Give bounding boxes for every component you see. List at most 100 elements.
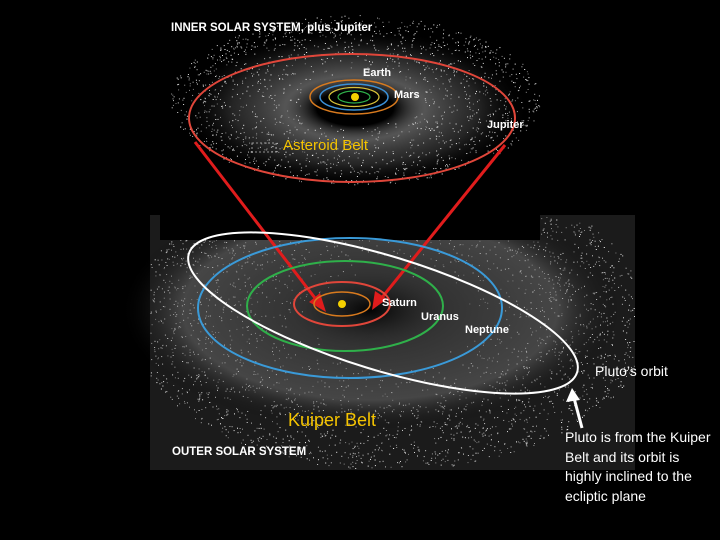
dust-speck — [215, 142, 217, 144]
dust-speck — [220, 136, 222, 138]
dust-speck — [461, 159, 463, 161]
dust-speck — [411, 44, 413, 46]
dust-speck — [434, 438, 436, 440]
dust-speck — [524, 428, 526, 430]
dust-speck — [183, 128, 185, 130]
dust-speck — [408, 124, 410, 126]
dust-speck — [213, 122, 214, 124]
dust-speck — [246, 418, 248, 420]
dust-speck — [378, 50, 380, 52]
dust-speck — [240, 68, 242, 70]
dust-speck — [442, 432, 444, 434]
dust-speck — [586, 245, 588, 247]
dust-speck — [249, 95, 251, 97]
dust-speck — [454, 74, 455, 76]
dust-speck — [349, 28, 351, 30]
dust-speck — [357, 139, 359, 141]
dust-speck — [632, 356, 634, 358]
dust-speck — [614, 354, 616, 356]
dust-speck — [312, 71, 314, 73]
dust-speck — [618, 360, 620, 362]
dust-speck — [445, 165, 446, 167]
dust-speck — [353, 170, 355, 172]
dust-speck — [634, 316, 635, 317]
dust-speck — [592, 240, 594, 241]
dust-speck — [360, 170, 362, 172]
dust-speck — [172, 104, 174, 106]
dust-speck — [235, 138, 237, 140]
dust-speck — [187, 74, 189, 75]
dust-speck — [438, 153, 440, 155]
dust-speck — [193, 131, 195, 133]
dust-speck — [472, 448, 474, 450]
dust-speck — [236, 46, 238, 48]
dust-speck — [516, 78, 518, 80]
dust-speck — [626, 370, 628, 372]
dust-speck — [379, 30, 380, 32]
dust-speck — [494, 417, 496, 419]
dust-speck — [409, 142, 411, 144]
dust-speck — [539, 106, 541, 108]
dust-speck — [377, 133, 379, 135]
dust-speck — [468, 70, 470, 71]
dust-speck — [308, 145, 310, 147]
dust-speck — [305, 442, 306, 444]
dust-speck — [194, 66, 196, 68]
dust-speck — [592, 233, 594, 235]
dust-speck — [308, 22, 310, 24]
dust-speck — [225, 53, 227, 55]
dust-speck — [389, 57, 391, 59]
dust-speck — [331, 74, 333, 76]
dust-speck — [242, 106, 244, 108]
dust-speck — [310, 452, 312, 454]
dust-speck — [463, 78, 465, 80]
label-kuiper-belt: Kuiper Belt — [288, 410, 377, 430]
dust-speck — [569, 405, 571, 407]
dust-speck — [516, 441, 517, 443]
dust-speck — [500, 452, 502, 454]
dust-speck — [585, 409, 587, 411]
dust-speck — [279, 448, 281, 450]
dust-speck — [285, 453, 287, 455]
dust-speck — [487, 92, 489, 94]
dust-speck — [498, 62, 500, 64]
dust-speck — [599, 240, 600, 242]
dust-speck — [238, 137, 240, 139]
dust-speck — [206, 70, 208, 72]
dust-speck — [507, 431, 508, 433]
dust-speck — [431, 69, 433, 71]
dust-speck — [376, 178, 378, 180]
dust-speck — [276, 107, 278, 109]
dust-speck — [624, 367, 626, 369]
dust-speck — [459, 138, 460, 140]
dust-speck — [247, 39, 249, 41]
dust-speck — [435, 69, 437, 71]
dust-speck — [325, 135, 327, 137]
dust-speck — [162, 385, 164, 387]
dust-speck — [327, 458, 329, 460]
dust-speck — [282, 74, 284, 75]
dust-speck — [509, 54, 511, 56]
dust-speck — [354, 445, 356, 447]
dust-speck — [325, 462, 327, 464]
dust-speck — [501, 122, 503, 124]
dust-speck — [382, 460, 384, 462]
dust-speck — [316, 169, 318, 171]
dust-speck — [433, 129, 435, 131]
dust-speck — [200, 73, 202, 75]
dust-speck — [387, 176, 389, 178]
dust-speck — [305, 18, 307, 20]
dust-speck — [422, 152, 424, 154]
dust-speck — [510, 446, 512, 448]
dust-speck — [213, 105, 215, 107]
dust-speck — [267, 34, 269, 36]
dust-speck — [343, 136, 344, 138]
dust-speck — [509, 58, 511, 60]
dust-speck — [230, 54, 232, 56]
dust-speck — [468, 78, 470, 79]
dust-speck — [490, 50, 492, 52]
dust-speck — [239, 110, 241, 112]
dust-speck — [466, 93, 467, 95]
dust-speck — [459, 421, 461, 423]
dust-speck — [622, 255, 624, 257]
